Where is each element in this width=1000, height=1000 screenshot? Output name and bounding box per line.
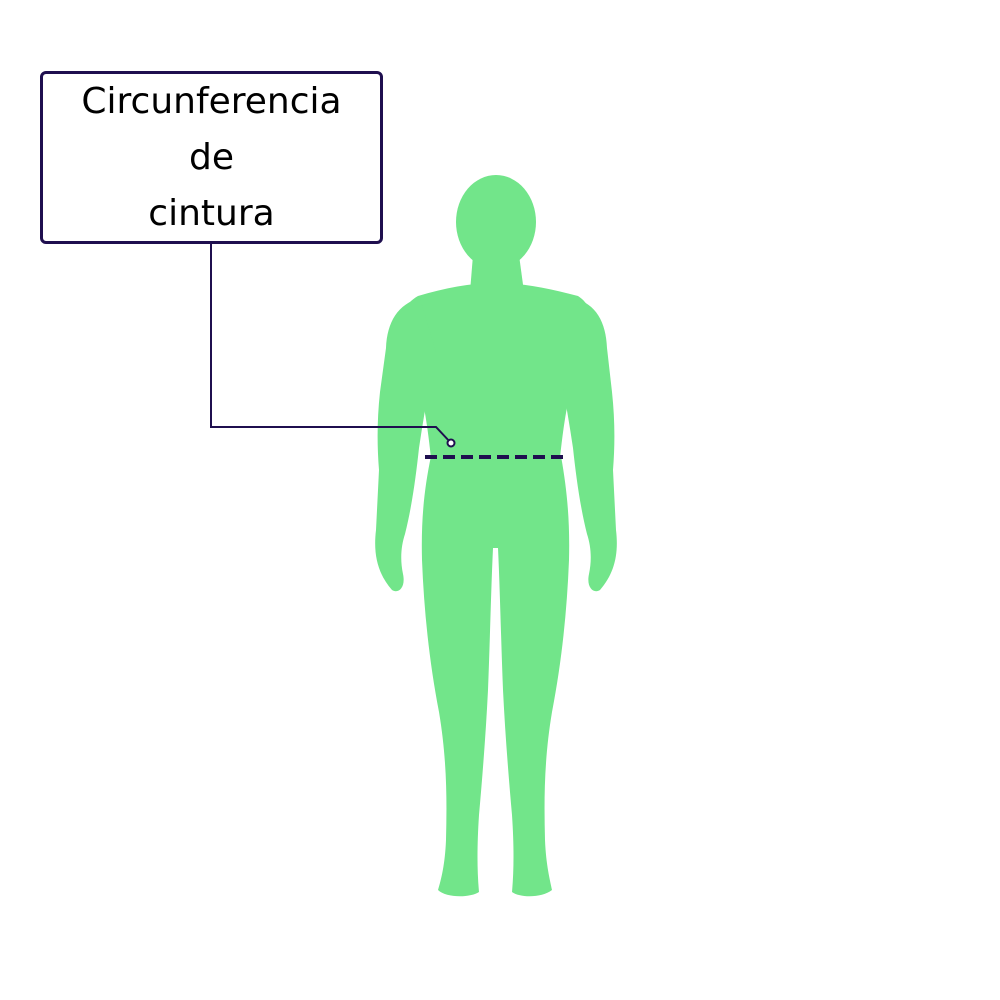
right-arm-shape bbox=[556, 298, 617, 592]
head-shape bbox=[456, 175, 536, 269]
label-line-3: cintura bbox=[148, 192, 275, 234]
label-line-2: de bbox=[189, 136, 234, 178]
leader-line bbox=[210, 241, 452, 444]
left-arm-shape bbox=[375, 298, 436, 592]
body-silhouette bbox=[375, 175, 617, 897]
label-line-1: Circunferencia bbox=[81, 80, 342, 122]
label-box: Circunferencia de cintura bbox=[40, 71, 383, 244]
legs-shape bbox=[421, 456, 570, 897]
leader-anchor-dot bbox=[446, 438, 456, 448]
neck-shape bbox=[470, 255, 524, 292]
torso-shape bbox=[398, 283, 594, 458]
